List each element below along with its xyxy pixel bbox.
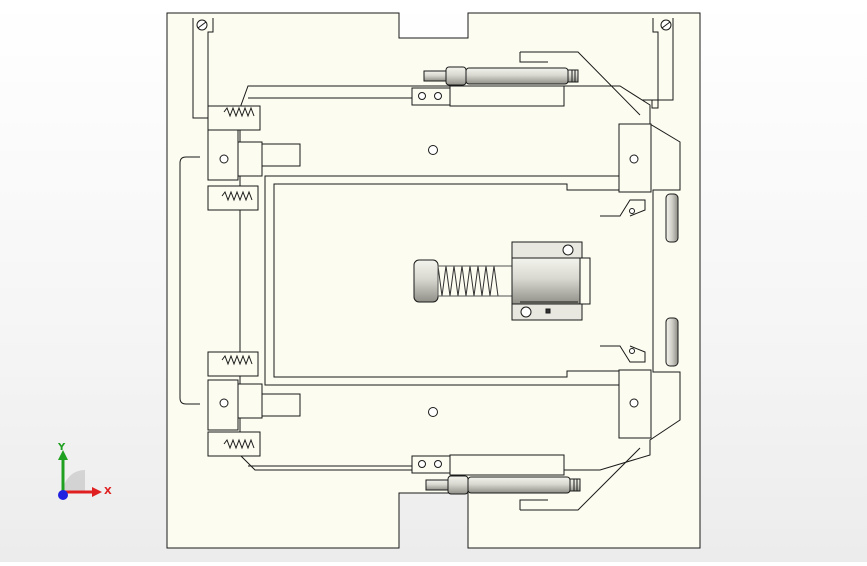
- right-lower-bracket: [600, 317, 679, 439]
- hole-bottom: [428, 407, 438, 417]
- x-axis-label: X: [104, 486, 112, 497]
- spring-upper-b: [221, 190, 253, 202]
- spring-lower-a: [221, 354, 253, 366]
- top-cylinder: [411, 51, 641, 116]
- top-left-slot: [192, 18, 214, 119]
- spring-upper-a: [223, 106, 255, 118]
- spring-lower-b: [223, 438, 255, 450]
- axis-triad: Y X: [48, 440, 118, 510]
- left-rail: [179, 156, 200, 405]
- right-upper-bracket: [600, 123, 679, 243]
- spring-plunger: [413, 241, 591, 321]
- screw-top-left: [196, 19, 208, 31]
- hole-top: [428, 145, 438, 155]
- screw-top-right: [660, 19, 672, 31]
- left-lower-clamp: [207, 351, 301, 457]
- axis-triad-graphic: [58, 450, 102, 500]
- top-right-slot: [651, 18, 674, 109]
- left-upper-clamp: [207, 105, 301, 211]
- bottom-cylinder: [411, 447, 641, 511]
- y-axis-label: Y: [58, 442, 66, 453]
